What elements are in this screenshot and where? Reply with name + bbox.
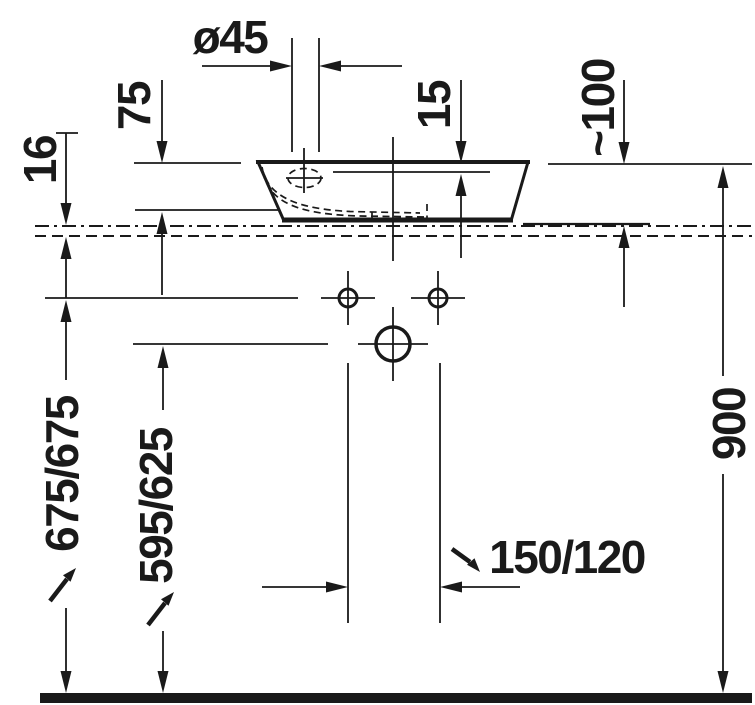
dim-label-drain-height: 595/625 xyxy=(130,427,182,584)
arrowhead-up xyxy=(60,237,72,259)
leader-arrowhead-se xyxy=(467,558,480,572)
dim-fixing-height: 675/675 xyxy=(36,300,88,693)
leader-arrowhead-ne xyxy=(161,592,174,606)
arrowhead-up xyxy=(717,166,729,188)
arrowhead-left xyxy=(319,60,341,72)
dim-panel-thickness: 16 xyxy=(14,132,78,298)
arrowhead-down xyxy=(60,203,72,225)
dim-counter-height: 900 xyxy=(703,166,755,693)
arrowhead-right xyxy=(326,581,348,593)
bowl-profile-dashed-curve-2 xyxy=(262,171,427,218)
arrowhead-down xyxy=(60,671,72,693)
leader-diagonal-arrow-line xyxy=(48,577,69,603)
leader-diagonal-arrow-line xyxy=(146,601,167,627)
dim-bowl-depth: 75 xyxy=(108,80,279,295)
floor-line xyxy=(40,693,752,703)
leader-arrowhead-ne xyxy=(63,568,76,582)
dim-drain-offset: 150/120 xyxy=(262,363,646,623)
dim-basin-height: ~100 xyxy=(548,59,752,307)
dim-label-counter-height: 900 xyxy=(703,388,755,460)
arrowhead-down xyxy=(618,142,630,164)
arrowhead-up xyxy=(156,212,168,234)
dim-label-fixing-height: 675/675 xyxy=(36,395,88,552)
washbasin-side-view xyxy=(255,137,530,261)
arrowhead-up xyxy=(618,226,630,248)
arrowhead-up xyxy=(60,300,72,322)
arrowhead-down xyxy=(157,671,169,693)
arrowhead-right xyxy=(270,60,292,72)
leader-diagonal-arrow-line xyxy=(450,547,472,564)
dim-rim-height: 15 xyxy=(408,80,467,258)
arrowhead-up xyxy=(455,174,467,196)
dim-drain-diameter: ø45 xyxy=(193,11,402,152)
arrowhead-up xyxy=(157,346,169,368)
dim-label-drain-offset: 150/120 xyxy=(489,531,645,583)
arrowhead-down xyxy=(156,141,168,163)
bowl-profile-dashed-curve xyxy=(261,166,421,214)
dim-label-drain-diameter: ø45 xyxy=(193,11,269,63)
dim-drain-height: 595/625 xyxy=(130,346,182,693)
arrowhead-left xyxy=(440,581,462,593)
dim-label-bowl-depth: 75 xyxy=(108,81,160,130)
dim-label-rim-height: 15 xyxy=(408,80,460,129)
arrowhead-down xyxy=(717,671,729,693)
mounting-holes-front-view xyxy=(45,271,465,381)
arrowhead-down xyxy=(455,141,467,163)
dim-label-panel-thickness: 16 xyxy=(14,136,66,184)
dim-label-basin-height: ~100 xyxy=(572,59,624,157)
